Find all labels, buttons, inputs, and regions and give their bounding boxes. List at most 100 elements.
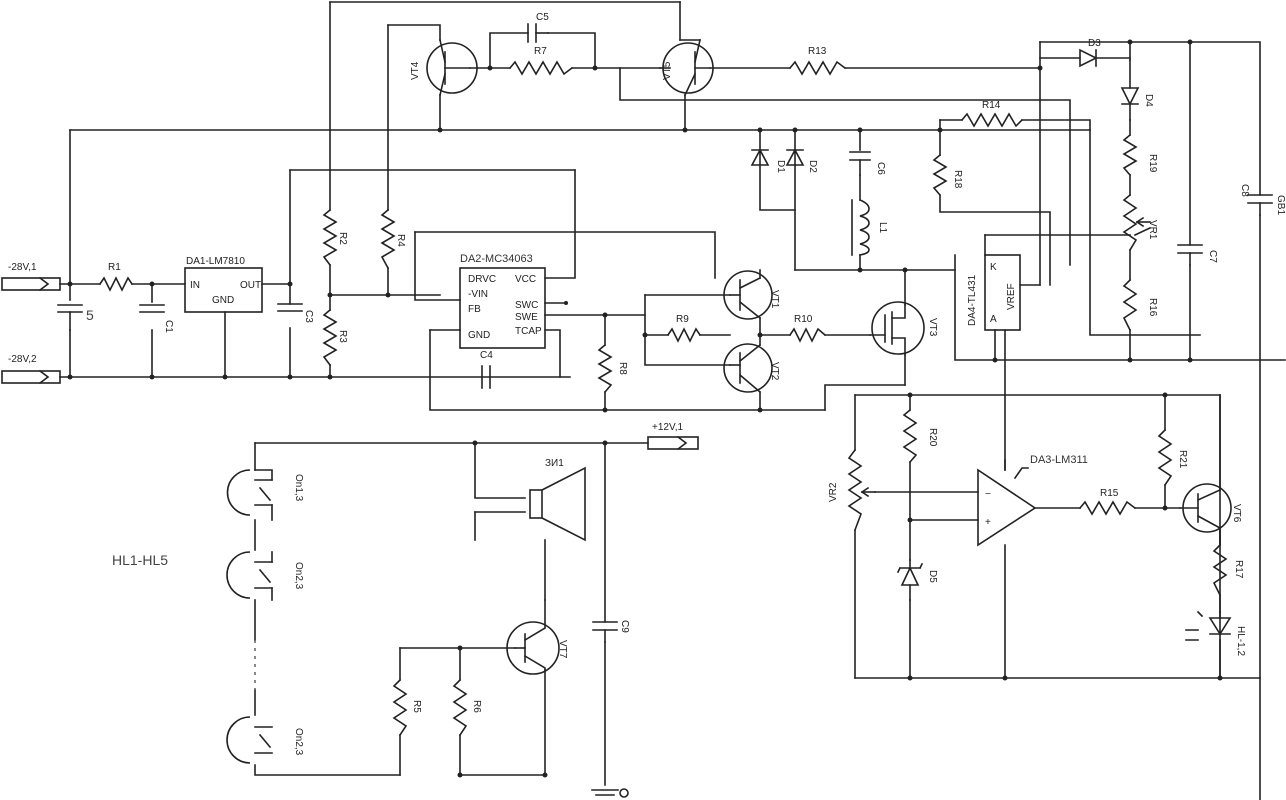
- ic-da2-pin-vin: -VIN: [468, 289, 488, 300]
- regulator-da1-out: OUT: [240, 280, 261, 291]
- input-connector-2: -28V,2: [1, 354, 61, 385]
- resistor-r1-label: R1: [108, 262, 121, 273]
- transistor-vt1: VT1: [723, 270, 780, 320]
- regulator-da1-label: DA1-LM7810: [186, 256, 245, 267]
- ic-da2-pin-swc: SWC: [515, 300, 538, 311]
- resistor-r13: R13: [788, 46, 847, 76]
- lamp-2: On2,3: [226, 551, 304, 599]
- transistor-vt5-label: VT5: [662, 61, 673, 80]
- zener-diode-d5: D5: [896, 559, 938, 601]
- resistor-r7: R7: [508, 46, 574, 76]
- ic-da2-pin-gnd: GND: [468, 330, 490, 341]
- lamp-group-label: HL1-HL5: [112, 552, 168, 568]
- ic-da4-vref: VREF: [1006, 283, 1017, 310]
- zener-diode-d5-label: D5: [927, 570, 938, 583]
- resistor-r9: R9: [666, 314, 702, 343]
- lamp-3-label: On2,3: [293, 728, 304, 756]
- resistor-r20-label: R20: [927, 428, 938, 447]
- comparator-da3-plus: +: [985, 517, 991, 528]
- transistor-vt6: VT6: [1179, 394, 1242, 546]
- connector-12v: +12V,1: [647, 422, 699, 451]
- resistor-r5-label: R5: [411, 700, 422, 713]
- transistor-vt1-label: VT1: [769, 290, 780, 309]
- diode-d3: D3: [1039, 38, 1131, 68]
- resistor-r14: R14: [960, 100, 1024, 128]
- inductor-l1-label: L1: [877, 222, 888, 234]
- capacitor-c8: C8: [1239, 184, 1273, 216]
- ic-da4: DA4-TL431 VREF K A: [967, 254, 1021, 331]
- lamp-2-label: On2,3: [293, 562, 304, 590]
- capacitor-c6: C6: [849, 151, 886, 176]
- resistor-r9-label: R9: [676, 314, 689, 325]
- regulator-da1-in: IN: [190, 280, 200, 291]
- capacitor-c7: C7: [1177, 244, 1218, 266]
- speaker-label: ЗИ1: [545, 458, 564, 469]
- diode-d1: D1: [750, 148, 786, 173]
- transistor-vt5: VT5: [659, 39, 714, 97]
- resistor-r18: R18: [932, 153, 963, 197]
- variable-resistor-vr2-label: VR2: [828, 482, 839, 502]
- led-hl-label: HL-1,2: [1235, 626, 1246, 656]
- resistor-r4: R4: [380, 208, 406, 270]
- lamp-1-label: On1,3: [293, 474, 304, 502]
- diode-d2: D2: [785, 148, 818, 173]
- diode-d4-label: D4: [1143, 94, 1154, 107]
- capacitor-c1: C1: [139, 304, 174, 333]
- capacitor-c1-label: C1: [163, 320, 174, 333]
- transistor-vt2: VT2: [723, 343, 780, 394]
- ic-da2-pin-tcap: TCAP: [515, 326, 542, 337]
- ic-da2-pin-fb: FB: [468, 304, 481, 315]
- ic-da2-pin-vcc: VCC: [515, 274, 536, 285]
- battery-gb1: GB1: [1275, 195, 1286, 215]
- resistor-r13-label: R13: [808, 46, 827, 57]
- resistor-r16-label: R16: [1147, 298, 1158, 317]
- resistor-r5: R5: [392, 678, 422, 737]
- capacitor-c9: C9: [592, 620, 630, 643]
- resistor-r6: R6: [452, 678, 482, 737]
- ic-da2-pin-swe: SWE: [515, 312, 538, 323]
- ic-da4-a: A: [990, 314, 997, 325]
- transistor-vt6-label: VT6: [1231, 504, 1242, 523]
- variable-resistor-vr1-label: VR1: [1147, 220, 1158, 240]
- ic-da2-pin-drvc: DRVC: [468, 274, 496, 285]
- resistor-r16: R16: [1122, 278, 1158, 332]
- diode-d3-label: D3: [1088, 38, 1101, 49]
- transistor-vt7-label: VT7: [557, 640, 568, 659]
- diode-d2-label: D2: [807, 160, 818, 173]
- comparator-da3-minus: −: [985, 489, 991, 500]
- resistor-r3: R3: [322, 294, 348, 367]
- diode-d1-label: D1: [775, 160, 786, 173]
- resistor-r2: R2: [322, 208, 348, 267]
- comparator-da3-label: DA3-LM311: [1030, 454, 1088, 466]
- resistor-r20: R20: [902, 408, 938, 464]
- resistor-r19: R19: [1122, 133, 1158, 177]
- capacitor-c3: C3: [277, 303, 314, 323]
- resistor-r6-label: R6: [471, 700, 482, 713]
- regulator-da1-gnd: GND: [212, 295, 234, 306]
- resistor-r7-label: R7: [534, 46, 547, 57]
- capacitor-c5-label: C5: [536, 12, 549, 23]
- capacitor-c7-label: C7: [1207, 250, 1218, 263]
- ic-da2: DA2-MC34063 DRVC -VIN FB GND VCC SWC SWE…: [459, 253, 568, 349]
- input-connector-2-label: -28V,2: [8, 354, 37, 365]
- junction-dots: [67, 39, 1223, 778]
- inductor-l1: L1: [851, 198, 888, 256]
- resistor-r17: R17: [1212, 543, 1244, 597]
- transistor-vt7: VT7: [506, 599, 568, 675]
- resistor-r19-label: R19: [1147, 154, 1158, 173]
- capacitor-c5: C5: [527, 12, 549, 43]
- input-connector-1-label: -28V,1: [8, 262, 37, 273]
- led-hl: HL-1,2: [1185, 610, 1246, 656]
- capacitor-c8-label: C8: [1239, 184, 1250, 197]
- speaker: ЗИ1: [529, 458, 586, 542]
- resistor-r2-label: R2: [337, 232, 348, 245]
- regulator-da1: DA1-LM7810 IN OUT GND: [184, 256, 263, 313]
- lamp-1: On1,3: [226, 469, 304, 516]
- resistor-r17-label: R17: [1233, 560, 1244, 579]
- variable-resistor-vr2: VR2: [828, 448, 876, 532]
- resistor-r10: R10: [788, 314, 827, 343]
- diode-d4: D4: [1120, 59, 1154, 121]
- transistor-vt2-label: VT2: [769, 362, 780, 381]
- transistor-vt4-label: VT4: [410, 61, 421, 80]
